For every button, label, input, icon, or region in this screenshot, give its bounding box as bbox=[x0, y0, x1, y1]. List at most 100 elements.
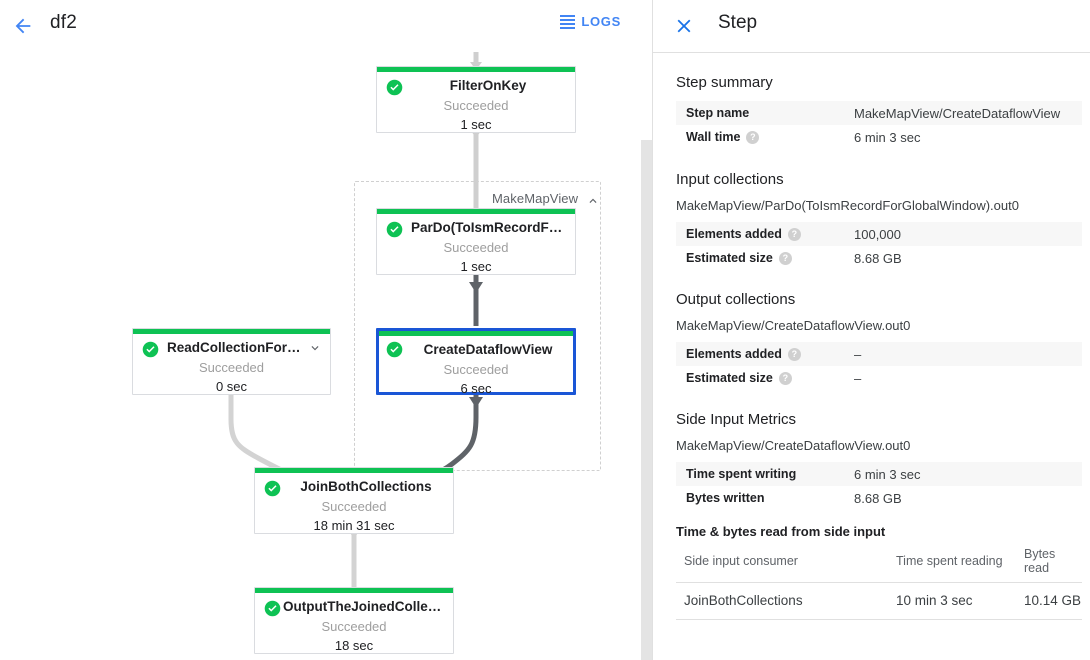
subsection-title-time-bytes-read: Time & bytes read from side input bbox=[676, 524, 886, 539]
row-key: Wall time? bbox=[676, 125, 854, 149]
output-collections-table: Elements added? – Estimated size? – bbox=[676, 342, 1082, 390]
node-title: JoinBothCollections bbox=[300, 479, 432, 494]
step-panel-body: Step summary Step name MakeMapView/Creat… bbox=[653, 52, 1090, 660]
row-value: 8.68 GB bbox=[854, 250, 902, 266]
job-graph-pane: df2 LOGS bbox=[0, 0, 653, 660]
node-status: Succeeded bbox=[198, 360, 265, 375]
section-title-side-input-metrics: Side Input Metrics bbox=[676, 411, 797, 428]
graph-node-filter-on-key[interactable]: FilterOnKey Succeeded 1 sec bbox=[376, 66, 576, 133]
graph-node-output-the-joined-collection[interactable]: OutputTheJoinedCollec… Succeeded 18 sec bbox=[254, 587, 454, 654]
node-duration: 6 sec bbox=[460, 381, 492, 396]
row-key: Elements added? bbox=[676, 342, 854, 366]
table-row: Wall time? 6 min 3 sec bbox=[676, 125, 1082, 149]
help-icon[interactable]: ? bbox=[778, 372, 792, 385]
row-value: 6 min 3 sec bbox=[854, 129, 921, 145]
node-status: Succeeded bbox=[443, 240, 509, 255]
node-status-bar bbox=[377, 209, 575, 214]
help-icon[interactable]: ? bbox=[787, 348, 801, 361]
node-title: ReadCollectionForJoin bbox=[167, 340, 306, 355]
chevron-up-icon[interactable] bbox=[586, 194, 600, 213]
step-panel-header: Step bbox=[653, 0, 1090, 53]
row-value: – bbox=[854, 342, 1082, 366]
table-header-row: Side input consumer Time spent reading B… bbox=[676, 543, 1082, 583]
row-key: Step name bbox=[676, 101, 854, 125]
step-details-panel: Step Step summary Step name MakeMapView/… bbox=[653, 0, 1090, 660]
status-succeeded-icon bbox=[264, 480, 281, 497]
pane-divider bbox=[652, 0, 653, 660]
row-key: Bytes written bbox=[686, 491, 765, 505]
step-panel-title: Step bbox=[718, 12, 758, 33]
status-succeeded-icon bbox=[386, 341, 403, 358]
row-value: 8.68 GB bbox=[854, 490, 902, 506]
node-duration: 18 min 31 sec bbox=[313, 518, 395, 533]
close-icon[interactable] bbox=[670, 12, 698, 40]
status-succeeded-icon bbox=[386, 221, 403, 238]
column-header-bytes-read: Bytes read bbox=[1024, 543, 1082, 583]
node-status-bar bbox=[255, 468, 453, 473]
section-title-step-summary: Step summary bbox=[676, 74, 773, 91]
node-status: Succeeded bbox=[321, 499, 387, 514]
cell-bytes-read: 10.14 GB bbox=[1024, 582, 1082, 620]
section-title-input-collections: Input collections bbox=[676, 171, 784, 188]
status-succeeded-icon bbox=[264, 600, 281, 617]
graph-vertical-scrollbar[interactable] bbox=[641, 140, 652, 660]
step-summary-table: Step name MakeMapView/CreateDataflowView… bbox=[676, 101, 1082, 149]
row-key: Elements added? bbox=[676, 222, 854, 246]
node-title: FilterOnKey bbox=[449, 78, 527, 93]
input-collections-table: Elements added? 100,000 Estimated size? … bbox=[676, 222, 1082, 270]
side-input-metrics-table: Time spent writing 6 min 3 sec Bytes wri… bbox=[676, 462, 1082, 510]
node-status-bar bbox=[377, 67, 575, 72]
graph-node-read-collection-for-join[interactable]: ReadCollectionForJoin Succeeded 0 sec bbox=[132, 328, 331, 395]
job-graph-canvas[interactable]: MakeMapView FilterOnKey Succeeded 1 sec bbox=[0, 52, 653, 660]
node-status-bar bbox=[133, 329, 330, 334]
node-status-bar bbox=[255, 588, 453, 593]
row-key: Time spent writing bbox=[676, 462, 854, 486]
group-label-makemapview: MakeMapView bbox=[492, 191, 579, 206]
node-title: OutputTheJoinedCollec… bbox=[283, 599, 443, 614]
table-row: Estimated size? – bbox=[676, 366, 1082, 390]
row-value: 100,000 bbox=[854, 222, 1082, 246]
table-row: Step name MakeMapView/CreateDataflowView bbox=[676, 101, 1082, 125]
node-duration: 18 sec bbox=[334, 638, 374, 653]
job-title: df2 bbox=[50, 12, 78, 33]
node-status: Succeeded bbox=[443, 362, 509, 377]
help-icon[interactable]: ? bbox=[778, 252, 792, 265]
row-key: Estimated size? bbox=[676, 366, 854, 390]
node-duration: 1 sec bbox=[460, 259, 492, 274]
table-row: Estimated size? 8.68 GB bbox=[676, 246, 1082, 270]
column-header-side-input-consumer: Side input consumer bbox=[676, 543, 896, 583]
graph-node-create-dataflow-view[interactable]: CreateDataflowView Succeeded 6 sec bbox=[376, 328, 576, 396]
graph-node-join-both-collections[interactable]: JoinBothCollections Succeeded 18 min 31 … bbox=[254, 467, 454, 534]
side-input-consumers-table: Side input consumer Time spent reading B… bbox=[676, 543, 1082, 620]
node-status: Succeeded bbox=[443, 98, 509, 113]
graph-node-pardo-toismrecordfor[interactable]: ParDo(ToIsmRecordFor… Succeeded 1 sec bbox=[376, 208, 576, 275]
section-title-output-collections: Output collections bbox=[676, 291, 796, 308]
table-row: Elements added? – bbox=[676, 342, 1082, 366]
row-value: MakeMapView/CreateDataflowView bbox=[854, 101, 1082, 125]
cell-side-input-consumer: JoinBothCollections bbox=[676, 582, 896, 620]
input-collection-name: MakeMapView/ParDo(ToIsmRecordForGlobalWi… bbox=[676, 198, 1019, 213]
logs-button-label: LOGS bbox=[581, 14, 621, 29]
chevron-down-icon[interactable] bbox=[308, 341, 322, 360]
status-succeeded-icon bbox=[386, 79, 403, 96]
help-icon[interactable]: ? bbox=[746, 131, 760, 144]
back-arrow-icon[interactable] bbox=[8, 11, 38, 41]
node-status-bar bbox=[379, 331, 573, 336]
top-toolbar: df2 LOGS bbox=[0, 0, 653, 53]
table-row: JoinBothCollections 10 min 3 sec 10.14 G… bbox=[676, 582, 1082, 620]
column-header-time-spent-reading: Time spent reading bbox=[896, 543, 1024, 583]
logs-button[interactable]: LOGS bbox=[560, 14, 621, 29]
help-icon[interactable]: ? bbox=[787, 228, 801, 241]
row-value: 6 min 3 sec bbox=[854, 462, 1082, 486]
node-status: Succeeded bbox=[321, 619, 387, 634]
output-collection-name: MakeMapView/CreateDataflowView.out0 bbox=[676, 318, 911, 333]
node-duration: 1 sec bbox=[460, 117, 492, 132]
cell-time-spent-reading: 10 min 3 sec bbox=[896, 582, 1024, 620]
status-succeeded-icon bbox=[142, 341, 159, 358]
group-container-makemapview[interactable] bbox=[354, 181, 601, 471]
table-row: Bytes written 8.68 GB bbox=[676, 486, 1082, 510]
node-title: ParDo(ToIsmRecordFor… bbox=[411, 220, 565, 235]
row-value: – bbox=[854, 370, 862, 386]
list-lines-icon bbox=[560, 15, 576, 29]
side-input-collection-name: MakeMapView/CreateDataflowView.out0 bbox=[676, 438, 911, 453]
